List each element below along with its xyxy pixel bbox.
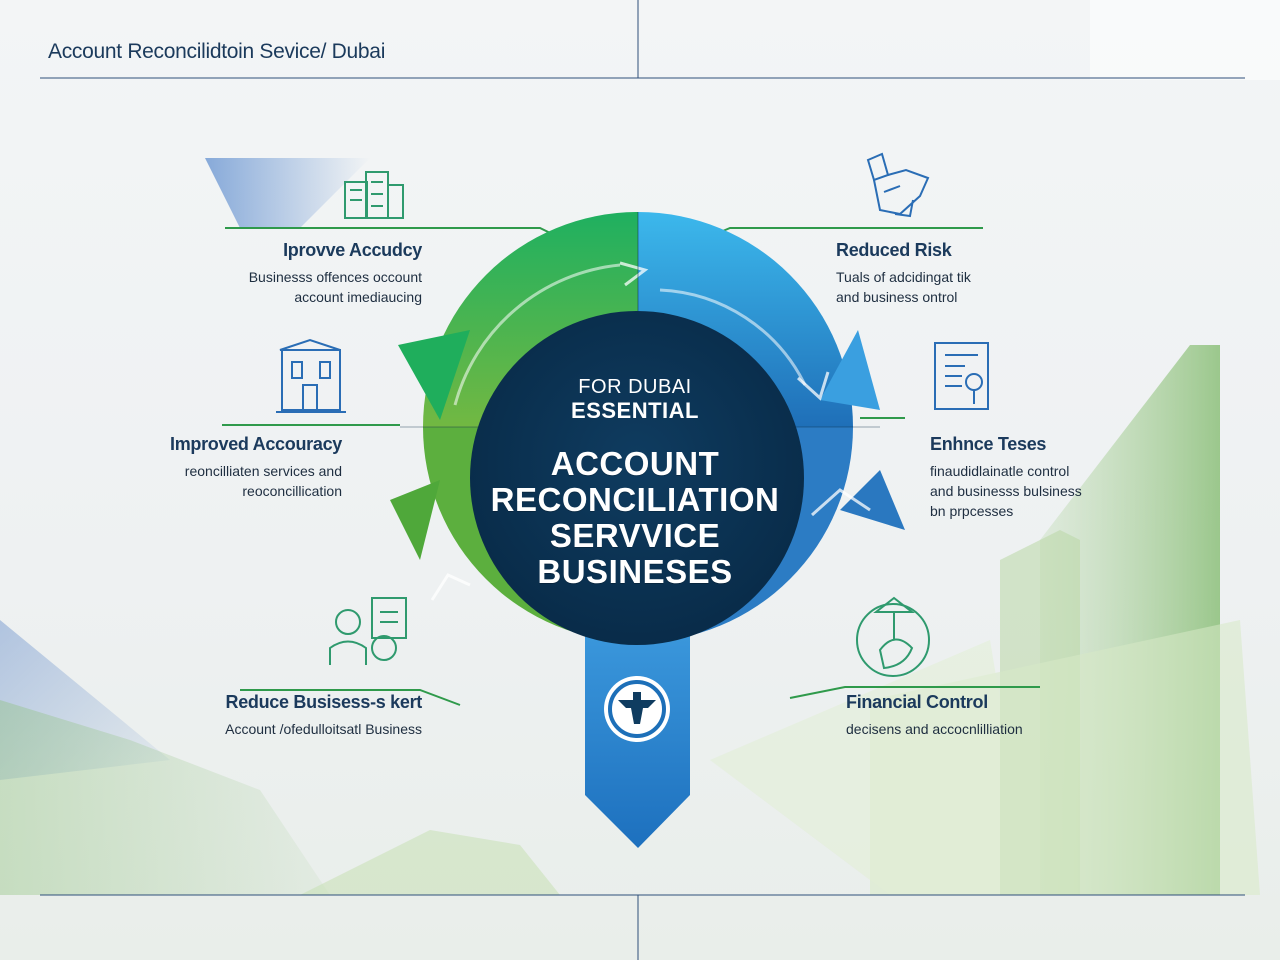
benefit-mid-right-desc-3: bn prpcesses	[930, 503, 1014, 519]
bank-building-icon	[276, 338, 346, 413]
hand-plant-icon	[856, 596, 930, 677]
center-essential: ESSENTIAL	[571, 398, 699, 423]
benefit-top-left-desc-2: account imediaucing	[294, 289, 422, 305]
center-line-1: ACCOUNT	[550, 445, 720, 482]
background-decoration	[0, 158, 1260, 895]
page-title: Account Reconcilidtoin Sevice/ Dubai	[48, 40, 386, 63]
benefit-bot-right-title: Financial Control	[846, 692, 988, 712]
benefit-bot-left-title: Reduce Busisess-s kert	[225, 692, 423, 712]
benefit-mid-right-title: Enhnce Teses	[930, 434, 1047, 454]
benefit-top-right-desc-2: and business ontrol	[836, 289, 958, 305]
benefit-mid-left-desc-1: reoncilliaten services and	[184, 463, 342, 479]
benefit-mid-left-desc-2: reoconcillication	[242, 483, 342, 499]
benefit-mid-right: Enhnce Teses finaudidlainatle control an…	[930, 434, 1150, 521]
benefit-top-right: Reduced Risk Tuals of adcidingat tik and…	[836, 240, 1056, 307]
benefit-top-right-desc-1: Tuals of adcidingat tik	[836, 269, 971, 285]
benefit-bot-right: Financial Control decisens and accocnlil…	[846, 692, 1086, 739]
document-icon	[934, 342, 989, 410]
benefit-mid-left-title: Improved Accouracy	[170, 434, 342, 454]
center-pre-title: FOR DUBAI	[578, 376, 692, 398]
building-icon	[344, 171, 404, 219]
benefit-top-left-title: Iprovve Accudcy	[283, 240, 422, 260]
benefit-top-left: Iprovve Accudcy Businesss offences occou…	[160, 240, 423, 307]
benefit-mid-right-desc-1: finaudidlainatle control	[930, 463, 1070, 479]
center-main-title: ACCOUNT RECONCILIATION SERVVICE BUSINESE…	[470, 446, 800, 590]
center-line-3: SERVVICE	[549, 517, 721, 554]
core-circle	[470, 311, 804, 645]
benefit-bot-right-desc-1: decisens and accocnlilliation	[846, 721, 1023, 737]
center-line-4: BUSINESES	[537, 553, 733, 590]
benefit-mid-right-desc-2: and businesss bulsiness	[930, 483, 1082, 499]
benefit-bot-left: Reduce Busisess-s kert Account /ofedullo…	[130, 692, 422, 739]
benefit-mid-left: Improved Accouracy reoncilliaten service…	[100, 434, 342, 501]
benefit-top-right-title: Reduced Risk	[836, 240, 952, 260]
accountant-icon	[329, 597, 407, 665]
target-icon	[604, 676, 670, 742]
benefit-bot-left-desc-1: Account /ofedulloitsatl Business	[225, 721, 422, 737]
benefit-top-left-desc-1: Businesss offences occount	[248, 269, 422, 285]
handshake-icon	[866, 152, 930, 218]
center-line-2: RECONCILIATION	[490, 481, 780, 518]
